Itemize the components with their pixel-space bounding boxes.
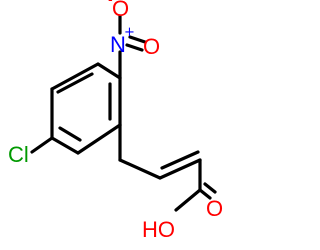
carbonyl-oxygen-label: O bbox=[206, 196, 223, 221]
ring-bond bbox=[50, 62, 100, 91]
chemical-structure: O - N + O Cl O HO bbox=[8, 0, 223, 242]
nitro-oxygen-charge: - bbox=[108, 0, 113, 8]
c-o-double-bond bbox=[203, 182, 217, 194]
nitro-nitrogen-label: N bbox=[110, 32, 126, 57]
chlorine-label: Cl bbox=[8, 142, 29, 167]
c-o-double-bond bbox=[198, 188, 212, 200]
nitro-nitrogen-charge: + bbox=[124, 25, 135, 40]
ring-bond-inner bbox=[58, 126, 82, 142]
c-c-double-bond-inner bbox=[160, 150, 200, 170]
c-c-bond bbox=[118, 158, 162, 180]
atom-labels: O - N + O Cl O HO bbox=[8, 0, 223, 242]
bonds bbox=[30, 14, 217, 212]
ring-bond bbox=[96, 62, 122, 80]
ring-bond-inner bbox=[56, 72, 94, 94]
hydroxyl-label: HO bbox=[142, 217, 175, 242]
ring-bond bbox=[76, 123, 122, 155]
nitro-oxygen-top-label: O bbox=[112, 0, 129, 21]
nitro-oxygen-right-label: O bbox=[143, 34, 160, 59]
c-c-double-bond bbox=[158, 158, 202, 180]
n-o-double-bond bbox=[128, 35, 147, 44]
c-cl-bond bbox=[30, 136, 54, 154]
c-oh-bond bbox=[174, 188, 202, 212]
n-o-double-bond bbox=[125, 43, 144, 52]
ring-bond bbox=[50, 136, 80, 155]
